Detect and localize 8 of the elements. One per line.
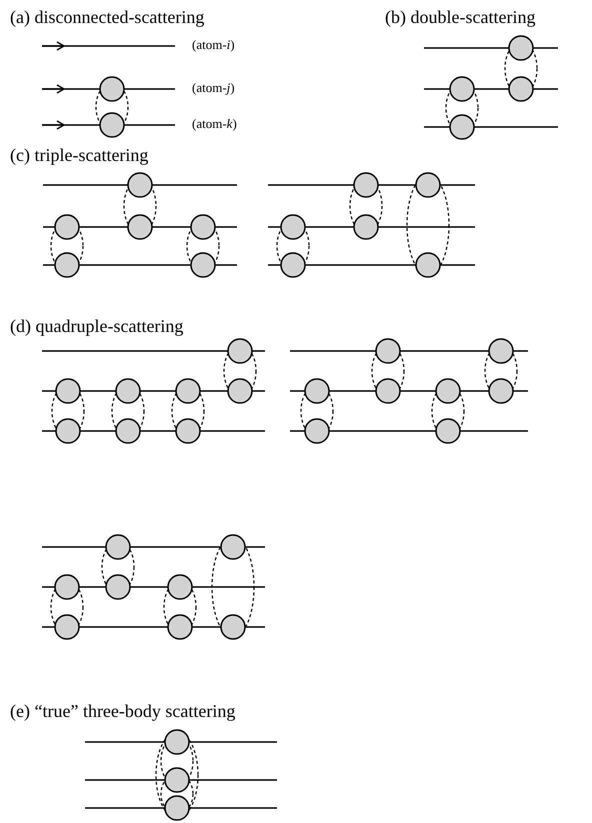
panel-title: (b) double-scattering: [385, 8, 536, 28]
row-label: (atom-i): [192, 38, 235, 52]
row-label: (atom-j): [192, 81, 235, 96]
panel-title: (a) disconnected-scattering: [10, 8, 204, 28]
row-label: (atom-k): [192, 117, 237, 132]
panel-title: (d) quadruple-scattering: [10, 317, 184, 337]
panel-title: (e) “true” three-body scattering: [10, 702, 236, 722]
panel-title: (c) triple-scattering: [10, 146, 148, 166]
